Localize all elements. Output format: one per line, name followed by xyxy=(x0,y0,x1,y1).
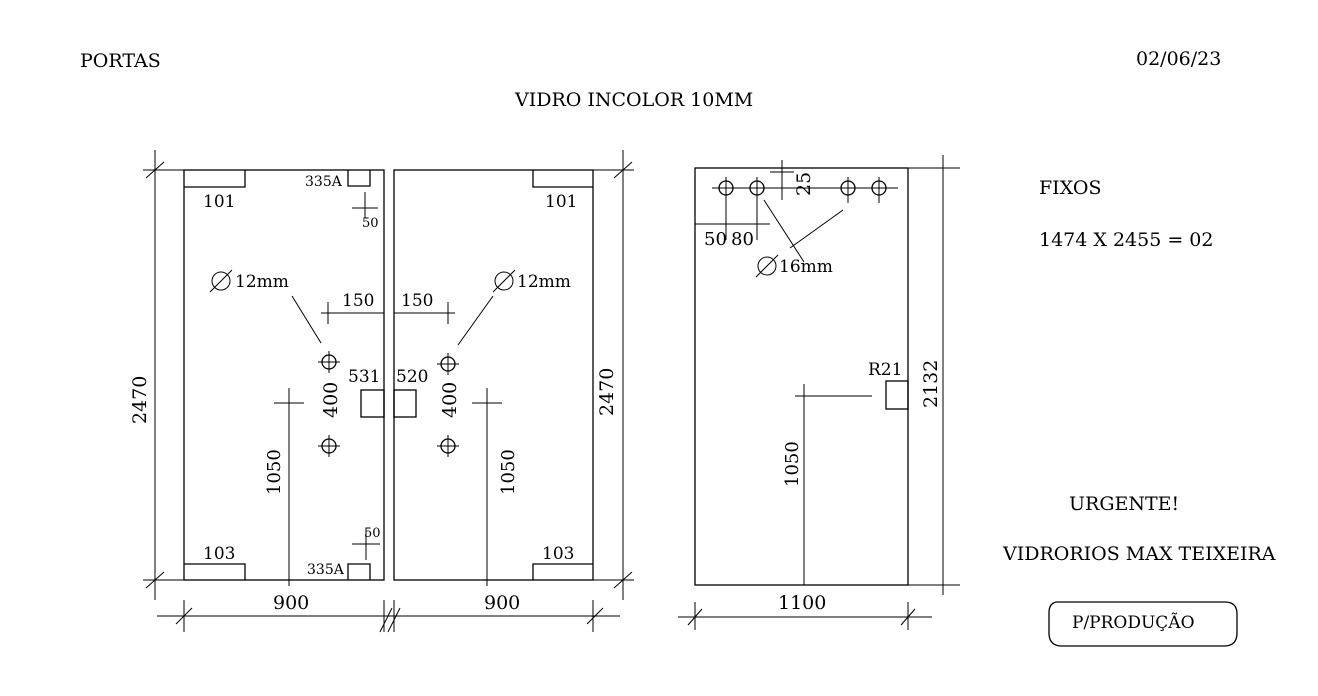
right-door-hole-offset: 150 xyxy=(401,291,433,311)
right-door-lock-notch xyxy=(393,389,417,418)
left-door-hinge-top-offset: 50 xyxy=(362,216,379,231)
fixed-panel-hole-top-offset: 25 xyxy=(793,172,815,196)
left-door-hinge-bottom xyxy=(347,563,371,580)
fixed-panel-hole-1 xyxy=(718,177,734,240)
right-door-width: 900 xyxy=(484,592,520,614)
fixos-spec: 1474 X 2455 = 02 xyxy=(1039,229,1214,251)
left-door-hole-offset: 150 xyxy=(342,291,374,311)
left-door-width: 900 xyxy=(273,592,309,614)
fixed-panel-width: 1100 xyxy=(778,592,826,614)
left-door-notch-bottom-label: 103 xyxy=(203,544,235,564)
fixed-panel-hole-label: 16mm xyxy=(779,257,833,277)
right-door-outline xyxy=(393,169,594,581)
left-door: 101 103 335A 50 335A 50 12mm xyxy=(129,150,393,633)
fixed-panel-radius: R21 xyxy=(868,360,902,380)
right-door-notch-bottom xyxy=(532,563,593,580)
fixed-panel-hole-3 xyxy=(840,177,856,203)
right-door-hole-bottom xyxy=(437,435,459,457)
right-door-hole-top xyxy=(437,353,459,375)
left-door-notch-top-label: 101 xyxy=(203,192,235,212)
left-door-hole-label: 12mm xyxy=(235,272,289,292)
fixed-panel-lock-height: 1050 xyxy=(782,441,803,487)
fixed-panel-outline xyxy=(694,167,909,586)
left-door-hole-bottom xyxy=(318,435,340,457)
fixed-panel: 25 50 80 16mm R21 1050 2132 1100 xyxy=(678,155,960,630)
left-door-hinge-bottom-label: 335A xyxy=(307,562,345,578)
left-door-notch-bottom xyxy=(184,563,246,580)
sheet-date: 02/06/23 xyxy=(1136,48,1221,70)
fixed-panel-hole-x2: 80 xyxy=(731,229,754,250)
right-door-hole-label: 12mm xyxy=(517,272,571,292)
right-door-notch-bottom-label: 103 xyxy=(542,544,574,564)
left-door-handle-height: 1050 xyxy=(264,449,285,495)
left-door-hinge-top-label: 335A xyxy=(305,174,343,190)
left-door-hole-top xyxy=(318,351,340,373)
company-name: VIDRORIOS MAX TEIXEIRA xyxy=(1002,543,1276,565)
production-stamp: P/PRODUÇÃO xyxy=(1048,601,1238,647)
fixed-panel-hole-x1: 50 xyxy=(704,229,727,250)
sheet-title: PORTAS xyxy=(80,50,161,72)
material-title: VIDRO INCOLOR 10MM xyxy=(514,89,753,111)
left-door-lock-notch xyxy=(360,389,385,418)
production-stamp-label: P/PRODUÇÃO xyxy=(1072,612,1195,633)
fixed-panel-lock-notch xyxy=(885,380,909,410)
fixed-panel-hole-4 xyxy=(871,177,887,203)
urgent-note: URGENTE! xyxy=(1069,493,1179,515)
right-door: 101 103 12mm 150 400 520 1050 xyxy=(387,150,634,633)
right-door-notch-top-label: 101 xyxy=(545,192,577,212)
fixed-panel-hole-2 xyxy=(749,177,765,240)
right-door-notch-top xyxy=(532,170,593,188)
left-door-hinge-bottom-offset: 50 xyxy=(364,526,381,541)
left-door-hinge-top xyxy=(347,170,371,187)
left-door-lock-height: 531 xyxy=(348,367,380,387)
left-door-height: 2470 xyxy=(129,376,151,424)
right-door-handle-height: 1050 xyxy=(498,449,519,495)
fixed-panel-height: 2132 xyxy=(920,360,942,408)
right-door-hole-spacing: 400 xyxy=(439,382,461,418)
left-door-outline xyxy=(183,169,385,581)
right-door-height: 2470 xyxy=(596,368,618,416)
left-door-hole-spacing: 400 xyxy=(320,382,342,418)
right-door-lock-height: 520 xyxy=(396,367,428,387)
fixos-title: FIXOS xyxy=(1039,177,1101,199)
left-door-notch-top xyxy=(184,170,246,188)
